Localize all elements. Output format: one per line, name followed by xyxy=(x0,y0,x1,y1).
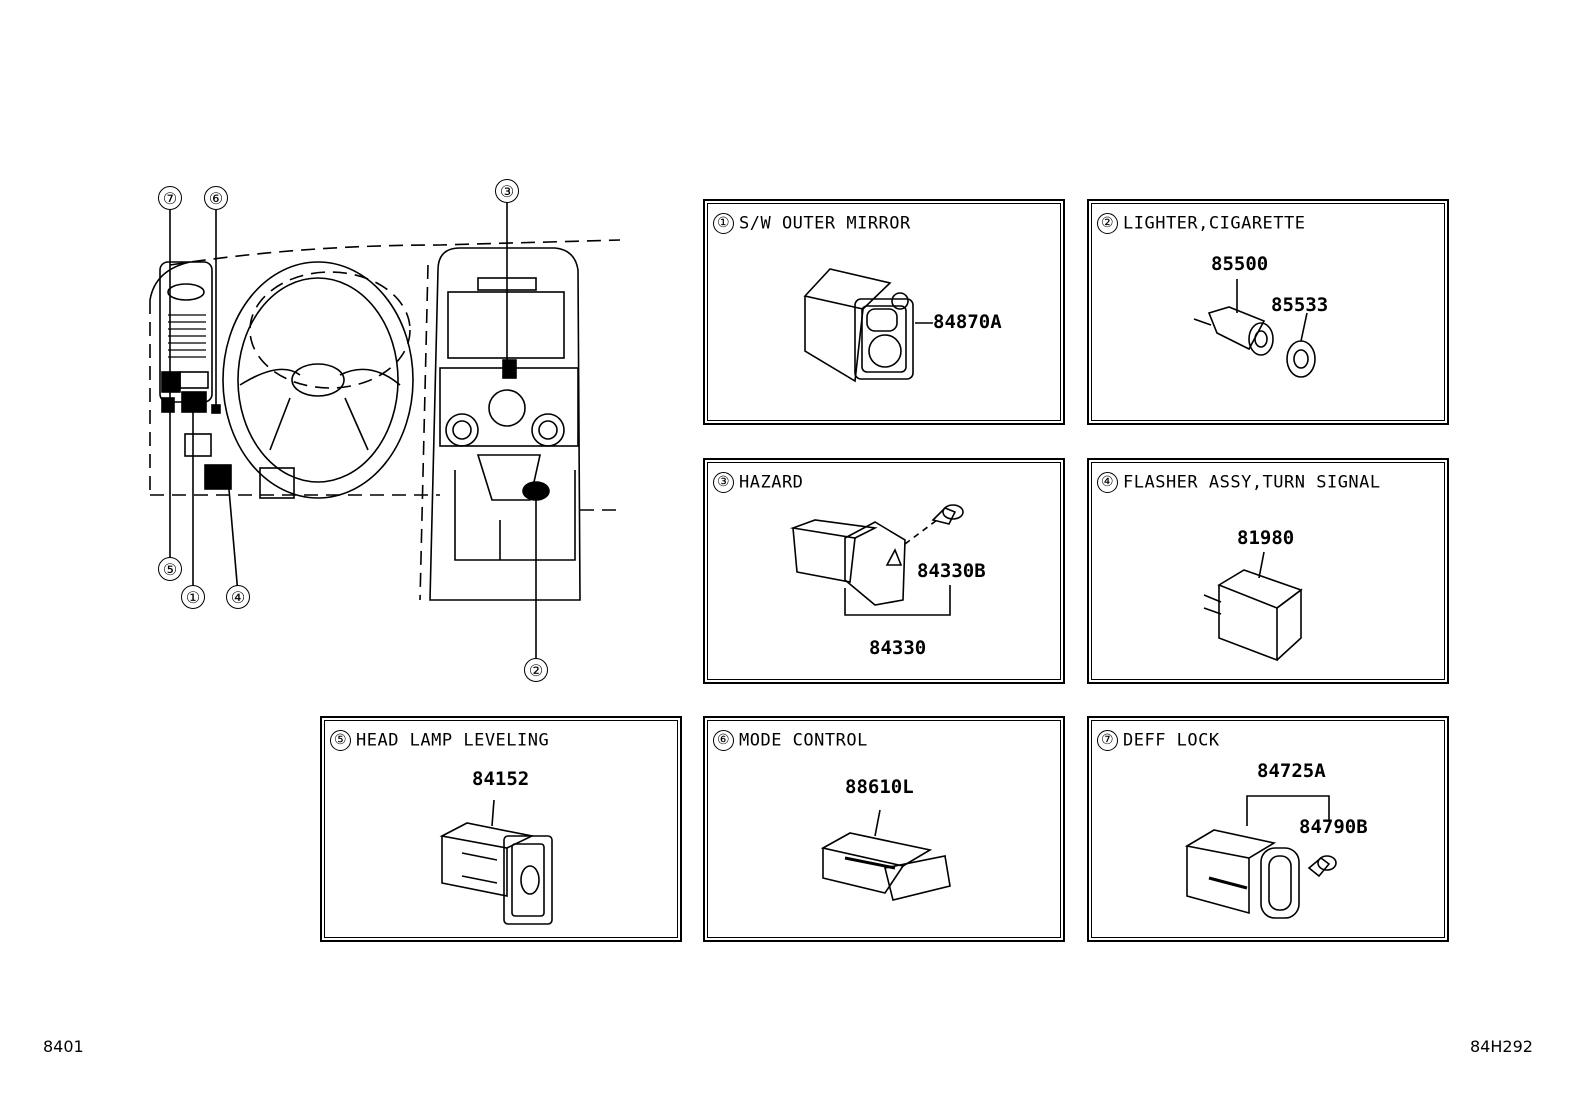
callout-6: ⑥ xyxy=(204,186,228,210)
panel-number: ① xyxy=(713,213,734,234)
panel-number: ④ xyxy=(1097,472,1118,493)
lighter-drawing xyxy=(1193,279,1316,378)
callout-5: ⑤ xyxy=(158,557,182,581)
panel-title-text: S/W OUTER MIRROR xyxy=(739,213,911,234)
diagram-code-right: 84H292 xyxy=(1470,1037,1533,1056)
panel-title-text: HEAD LAMP LEVELING xyxy=(356,730,550,751)
part-number: 84725A xyxy=(1257,760,1326,782)
part-number: 85500 xyxy=(1211,253,1269,275)
part-number: 85533 xyxy=(1271,294,1329,316)
panel-title-text: LIGHTER,CIGARETTE xyxy=(1123,213,1306,234)
deff-lock-drawing xyxy=(1184,795,1337,919)
part-number: 84152 xyxy=(472,768,530,790)
hazard-switch-drawing xyxy=(789,504,964,616)
panel-number: ⑤ xyxy=(330,730,351,751)
leveling-switch-drawing xyxy=(439,799,553,925)
panel-number: ⑥ xyxy=(713,730,734,751)
mode-control-drawing xyxy=(820,809,951,901)
part-number: 84330B xyxy=(917,560,986,582)
panel-number: ③ xyxy=(713,472,734,493)
panel-title-text: HAZARD xyxy=(739,472,804,493)
panel-number: ② xyxy=(1097,213,1118,234)
flasher-drawing xyxy=(1203,551,1303,662)
panel-title-text: MODE CONTROL xyxy=(739,730,868,751)
callout-3: ③ xyxy=(495,179,519,203)
panel-title-text: FLASHER ASSY,TURN SIGNAL xyxy=(1123,472,1381,493)
part-number: 84790B xyxy=(1299,816,1368,838)
callout-7: ⑦ xyxy=(158,186,182,210)
part-number: 88610L xyxy=(845,776,914,798)
callout-4: ④ xyxy=(226,585,250,609)
part-number: 84330 xyxy=(869,637,927,659)
part-number: 81980 xyxy=(1237,527,1295,549)
panel-number: ⑦ xyxy=(1097,730,1118,751)
callout-1: ① xyxy=(181,585,205,609)
diagram-code-left: 8401 xyxy=(43,1037,84,1056)
panel-title-text: DEFF LOCK xyxy=(1123,730,1220,751)
part-number: 84870A xyxy=(933,311,1002,333)
mirror-switch-drawing xyxy=(803,268,933,383)
callout-2: ② xyxy=(524,658,548,682)
